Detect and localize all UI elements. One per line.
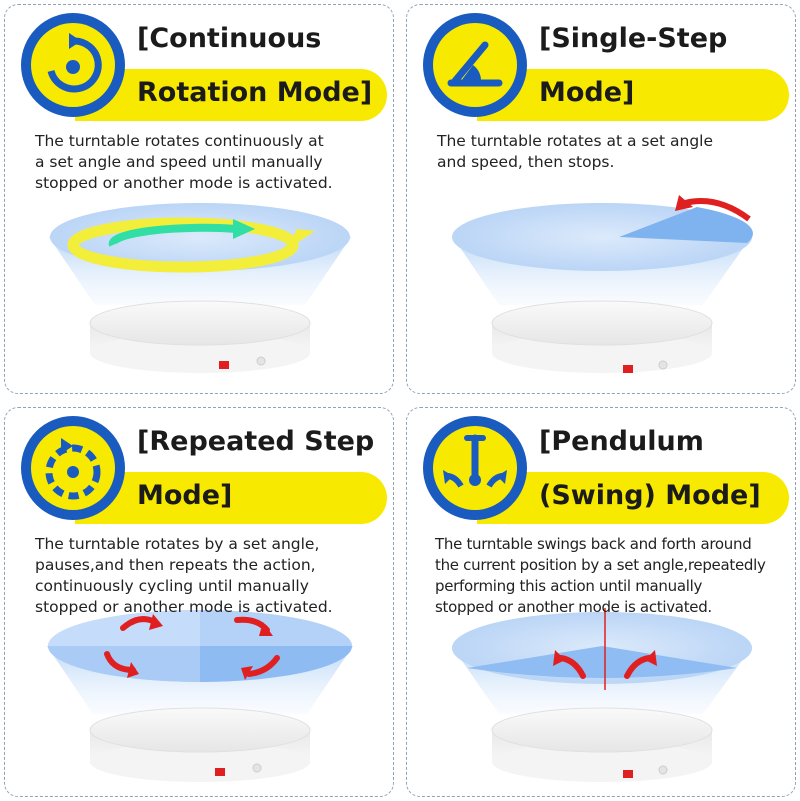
- panel-title-line2: Mode]: [137, 480, 233, 511]
- repeated-step-panel: [Repeated Step Mode] The turntable rotat…: [4, 407, 394, 797]
- description-line: The turntable rotates by a set angle,: [35, 535, 320, 553]
- description-line: performing this action until manually: [435, 577, 703, 595]
- panel-description: The turntable rotates by a set angle, pa…: [35, 534, 375, 618]
- pendulum-swing-icon: [423, 416, 527, 520]
- panel-title-line1: [Continuous: [137, 23, 322, 54]
- title-highlight: [477, 472, 789, 524]
- title-highlight: [75, 472, 387, 524]
- continuous-rotation-panel: [Continuous Rotation Mode] The turntable…: [4, 4, 394, 394]
- pendulum-swing-panel: [Pendulum (Swing) Mode] The turntable sw…: [406, 407, 796, 797]
- single-step-angle-icon: [423, 13, 527, 117]
- single-step-panel: [Single-Step Mode] The turntable rotates…: [406, 4, 796, 394]
- panel-title-line1: [Repeated Step: [137, 426, 375, 457]
- description-line: the current position by a set angle,repe…: [435, 556, 766, 574]
- description-line: and speed, then stops.: [437, 153, 615, 171]
- turntable-illustration: [47, 610, 353, 782]
- description-line: a set angle and speed until manually: [35, 153, 323, 171]
- description-line: The turntable rotates at a set angle: [437, 132, 714, 150]
- turntable-illustration: [49, 203, 351, 373]
- turntable-illustration: [452, 608, 752, 782]
- description-line: continuously cycling until manually: [35, 577, 309, 595]
- title-highlight: [477, 69, 789, 121]
- description-line: The turntable swings back and forth arou…: [435, 535, 752, 553]
- panel-title-line2: Mode]: [539, 77, 635, 108]
- panel-title-line2: (Swing) Mode]: [539, 480, 761, 511]
- description-line: stopped or another mode is activated.: [35, 174, 333, 192]
- panel-description: The turntable swings back and forth arou…: [435, 534, 775, 618]
- panel-title-line1: [Single-Step: [539, 23, 728, 54]
- panel-title-line2: Rotation Mode]: [137, 77, 373, 108]
- continuous-rotation-icon: [21, 13, 125, 117]
- panel-description: The turntable rotates continuously at a …: [35, 131, 375, 194]
- repeated-step-icon: [21, 416, 125, 520]
- description-line: The turntable rotates continuously at: [35, 132, 324, 150]
- panel-description: The turntable rotates at a set angle and…: [437, 131, 777, 173]
- description-line: pauses,and then repeats the action,: [35, 556, 316, 574]
- description-line: stopped or another mode is activated.: [35, 598, 333, 616]
- description-line: stopped or another mode is activated.: [435, 598, 712, 616]
- panel-title-line1: [Pendulum: [539, 426, 704, 457]
- turntable-illustration: [452, 195, 753, 373]
- title-highlight: [75, 69, 387, 121]
